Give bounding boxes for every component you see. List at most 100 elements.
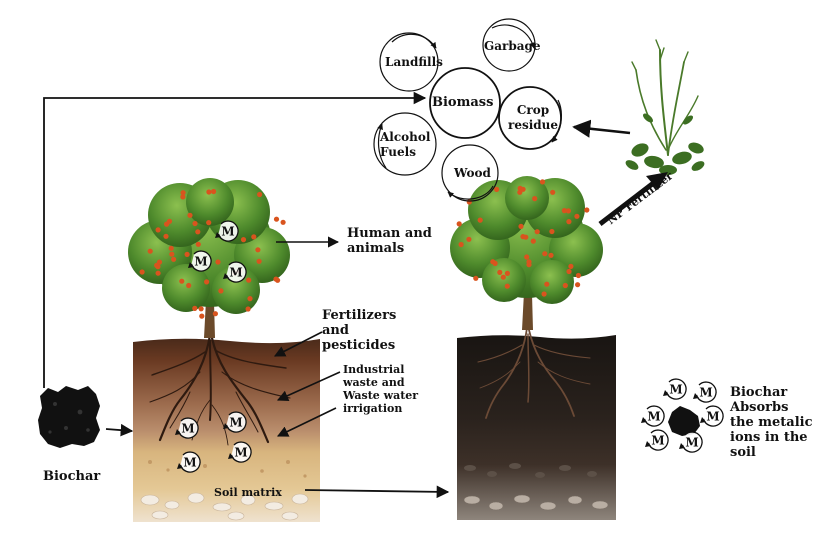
metal-ion: M	[177, 451, 201, 473]
biomass-cycle	[373, 18, 562, 202]
fruit	[542, 251, 548, 257]
fruit	[255, 247, 261, 253]
fruit	[280, 219, 286, 225]
fruit	[166, 218, 173, 224]
fruit	[168, 245, 174, 251]
arrow-biochar-to-soil	[105, 423, 134, 437]
fruit	[539, 179, 546, 185]
fruit	[561, 208, 568, 214]
fruit	[192, 220, 198, 227]
metal-ion-symbol: M	[181, 422, 194, 436]
fruit	[195, 229, 201, 235]
alcohol-fuels-label: Alcohol Fuels	[380, 130, 431, 159]
fruit	[574, 213, 580, 219]
node-landfills	[379, 32, 439, 92]
metal-ion-symbol: M	[706, 410, 719, 424]
fruit	[568, 263, 574, 269]
node-wood	[441, 144, 499, 202]
metal-ion: M	[175, 417, 199, 439]
fruit	[523, 234, 529, 240]
metal-ion-symbol: M	[669, 383, 682, 397]
fruit	[534, 229, 540, 235]
biomass-label: Biomass	[432, 95, 494, 110]
biochar-absorbing-ions	[668, 406, 700, 436]
fruit	[155, 264, 161, 270]
soil-matrix-label: Soil matrix	[214, 486, 282, 499]
fruit	[518, 223, 524, 229]
fruit	[195, 241, 201, 247]
metal-ion-symbol: M	[699, 386, 712, 400]
biochar-absorbs-label: Biochar Absorbs the metalic ions in the …	[730, 385, 813, 460]
fruit	[473, 275, 479, 281]
fruit	[548, 252, 554, 258]
metal-ion-symbol: M	[234, 446, 247, 460]
fruit	[504, 270, 510, 276]
fruit	[500, 274, 506, 280]
fruit	[584, 207, 590, 213]
fruit	[204, 279, 210, 285]
fruit	[139, 269, 145, 275]
fruit	[206, 189, 212, 195]
fruit	[550, 189, 556, 195]
fruit	[211, 188, 217, 195]
fruit	[251, 234, 257, 240]
fruit	[155, 227, 161, 233]
metal-ion-symbol: M	[647, 410, 660, 424]
metal-ion-symbol: M	[685, 436, 698, 450]
fruit	[566, 268, 572, 275]
fruit	[184, 251, 190, 257]
crop-residue-label: Crop residue	[508, 103, 559, 132]
fruit	[206, 220, 212, 226]
node-biomass	[429, 67, 501, 139]
industrial-waste-label: Industrial waste and Waste water irrigat…	[343, 363, 419, 415]
cycle-arrows	[377, 24, 562, 200]
fruit	[163, 233, 169, 239]
fruit	[180, 194, 186, 200]
metal-ion: M	[693, 381, 717, 403]
fruit	[566, 219, 572, 225]
metal-ion: M	[223, 261, 247, 283]
fruit	[257, 191, 263, 198]
fruit	[186, 282, 192, 289]
fruit	[524, 254, 530, 260]
fruit	[492, 260, 498, 266]
metal-ion: M	[215, 220, 239, 242]
fruit	[199, 313, 205, 319]
fruit	[477, 217, 483, 223]
fruit	[180, 190, 186, 196]
metal-ion-symbol: M	[651, 434, 664, 448]
plant-illustration	[625, 39, 705, 175]
arrow-fertilizers	[274, 331, 323, 357]
np-fertilizer-arrow	[598, 172, 668, 226]
fruit	[245, 306, 251, 312]
left-tree	[128, 178, 290, 338]
fruit	[575, 272, 582, 279]
right-roots	[477, 327, 591, 419]
human-animals-label: Human and animals	[347, 226, 432, 256]
fruit	[466, 236, 472, 242]
fruit	[575, 282, 581, 288]
fruit	[549, 228, 555, 235]
metal-ion: M	[663, 378, 687, 400]
arrow-plant-to-crop	[572, 119, 631, 138]
metal-ion: M	[645, 429, 669, 451]
fruit	[147, 248, 153, 254]
arrow-industrial-2	[276, 407, 337, 437]
feedback-line	[43, 91, 427, 388]
fruit	[497, 269, 503, 275]
fruit	[541, 291, 547, 297]
right-tree	[450, 176, 603, 330]
metal-ion-symbol: M	[229, 266, 242, 280]
fruit	[247, 296, 253, 302]
fruit	[187, 212, 193, 218]
fertilizers-label: Fertilizers and pesticides	[322, 308, 397, 353]
metal-ion: M	[700, 405, 724, 427]
wood-label: Wood	[454, 166, 491, 180]
fruit	[218, 288, 224, 294]
metal-ion-symbol: M	[229, 416, 242, 430]
fruit	[169, 251, 175, 257]
garbage-label: Garbage	[484, 39, 541, 53]
fruit	[212, 311, 218, 317]
